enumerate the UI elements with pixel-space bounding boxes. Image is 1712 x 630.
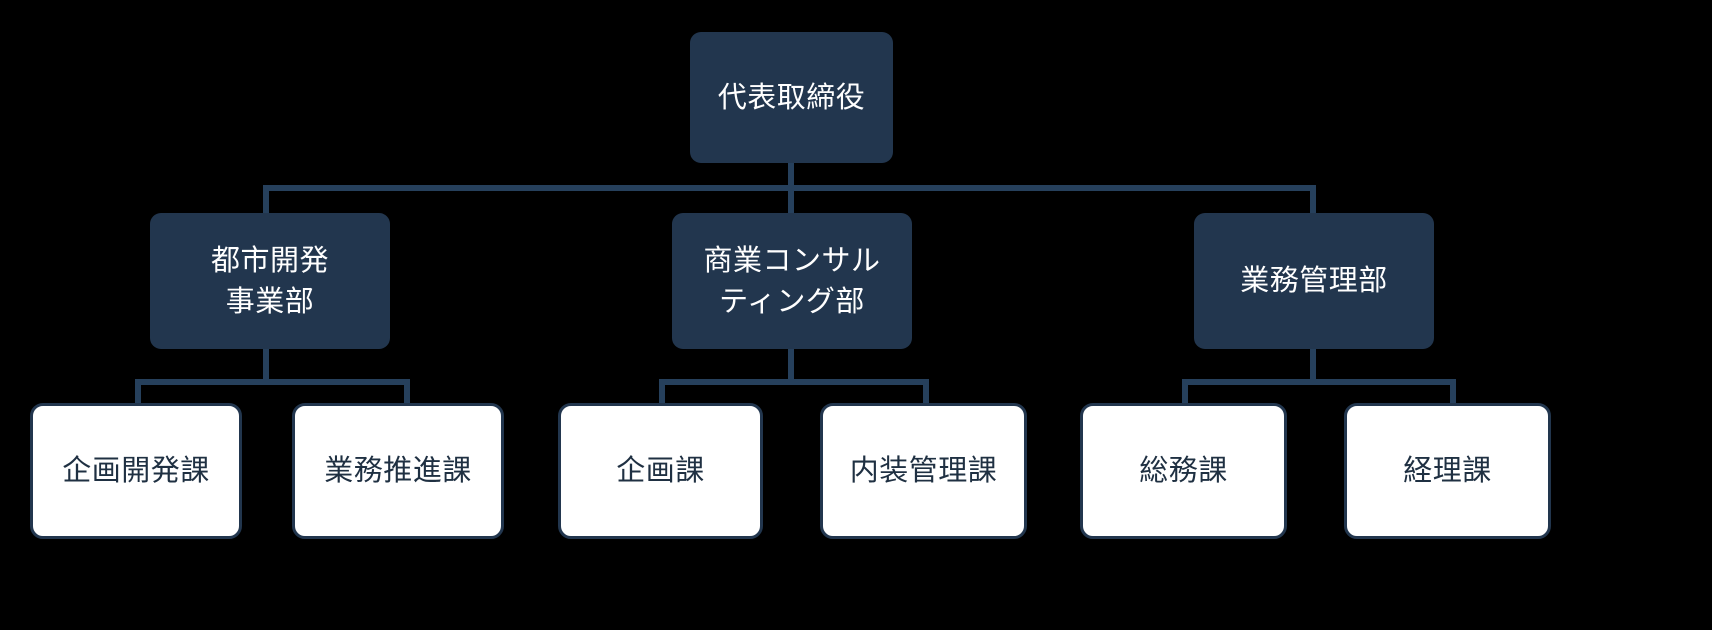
edge-division-1-bus	[135, 379, 410, 385]
node-division-2-label: 商業コンサル ティング部	[703, 242, 881, 318]
node-section-3-1-label: 総務課	[1139, 453, 1228, 488]
node-division-3-label: 業務管理部	[1240, 263, 1388, 298]
edge-division-3-bus	[1182, 379, 1456, 385]
edge-to-section-3-1	[1182, 379, 1188, 405]
node-root-label: 代表取締役	[717, 79, 866, 114]
node-section-3-2-label: 経理課	[1403, 453, 1492, 488]
node-section-3-1[interactable]: 総務課	[1080, 403, 1287, 539]
edge-division-2-drop	[788, 349, 794, 381]
edge-to-section-3-2	[1450, 379, 1456, 405]
edge-to-division-2	[788, 185, 794, 215]
node-section-2-1-label: 企画課	[616, 453, 705, 488]
node-section-2-2[interactable]: 内装管理課	[820, 403, 1027, 539]
node-section-1-1[interactable]: 企画開発課	[30, 403, 242, 539]
node-section-2-1[interactable]: 企画課	[558, 403, 763, 539]
edge-to-section-1-1	[135, 379, 141, 405]
node-section-2-2-label: 内装管理課	[849, 453, 998, 488]
node-section-1-2[interactable]: 業務推進課	[292, 403, 504, 539]
node-root[interactable]: 代表取締役	[690, 32, 893, 163]
node-division-1[interactable]: 都市開発 事業部	[150, 213, 390, 349]
edge-to-section-2-2	[923, 379, 929, 405]
edge-root-drop	[788, 163, 794, 187]
edge-division-2-bus	[659, 379, 929, 385]
node-division-2[interactable]: 商業コンサル ティング部	[672, 213, 912, 349]
node-division-1-label: 都市開発 事業部	[210, 242, 329, 318]
edge-division-1-drop	[263, 349, 269, 381]
node-section-3-2[interactable]: 経理課	[1344, 403, 1551, 539]
node-section-1-1-label: 企画開発課	[62, 453, 210, 488]
edge-division-3-drop	[1310, 349, 1316, 381]
edge-to-section-1-2	[404, 379, 410, 405]
edge-to-section-2-1	[659, 379, 665, 405]
edge-to-division-3	[1310, 185, 1316, 215]
node-section-1-2-label: 業務推進課	[324, 453, 472, 488]
edge-to-division-1	[263, 185, 269, 215]
node-division-3[interactable]: 業務管理部	[1194, 213, 1434, 349]
